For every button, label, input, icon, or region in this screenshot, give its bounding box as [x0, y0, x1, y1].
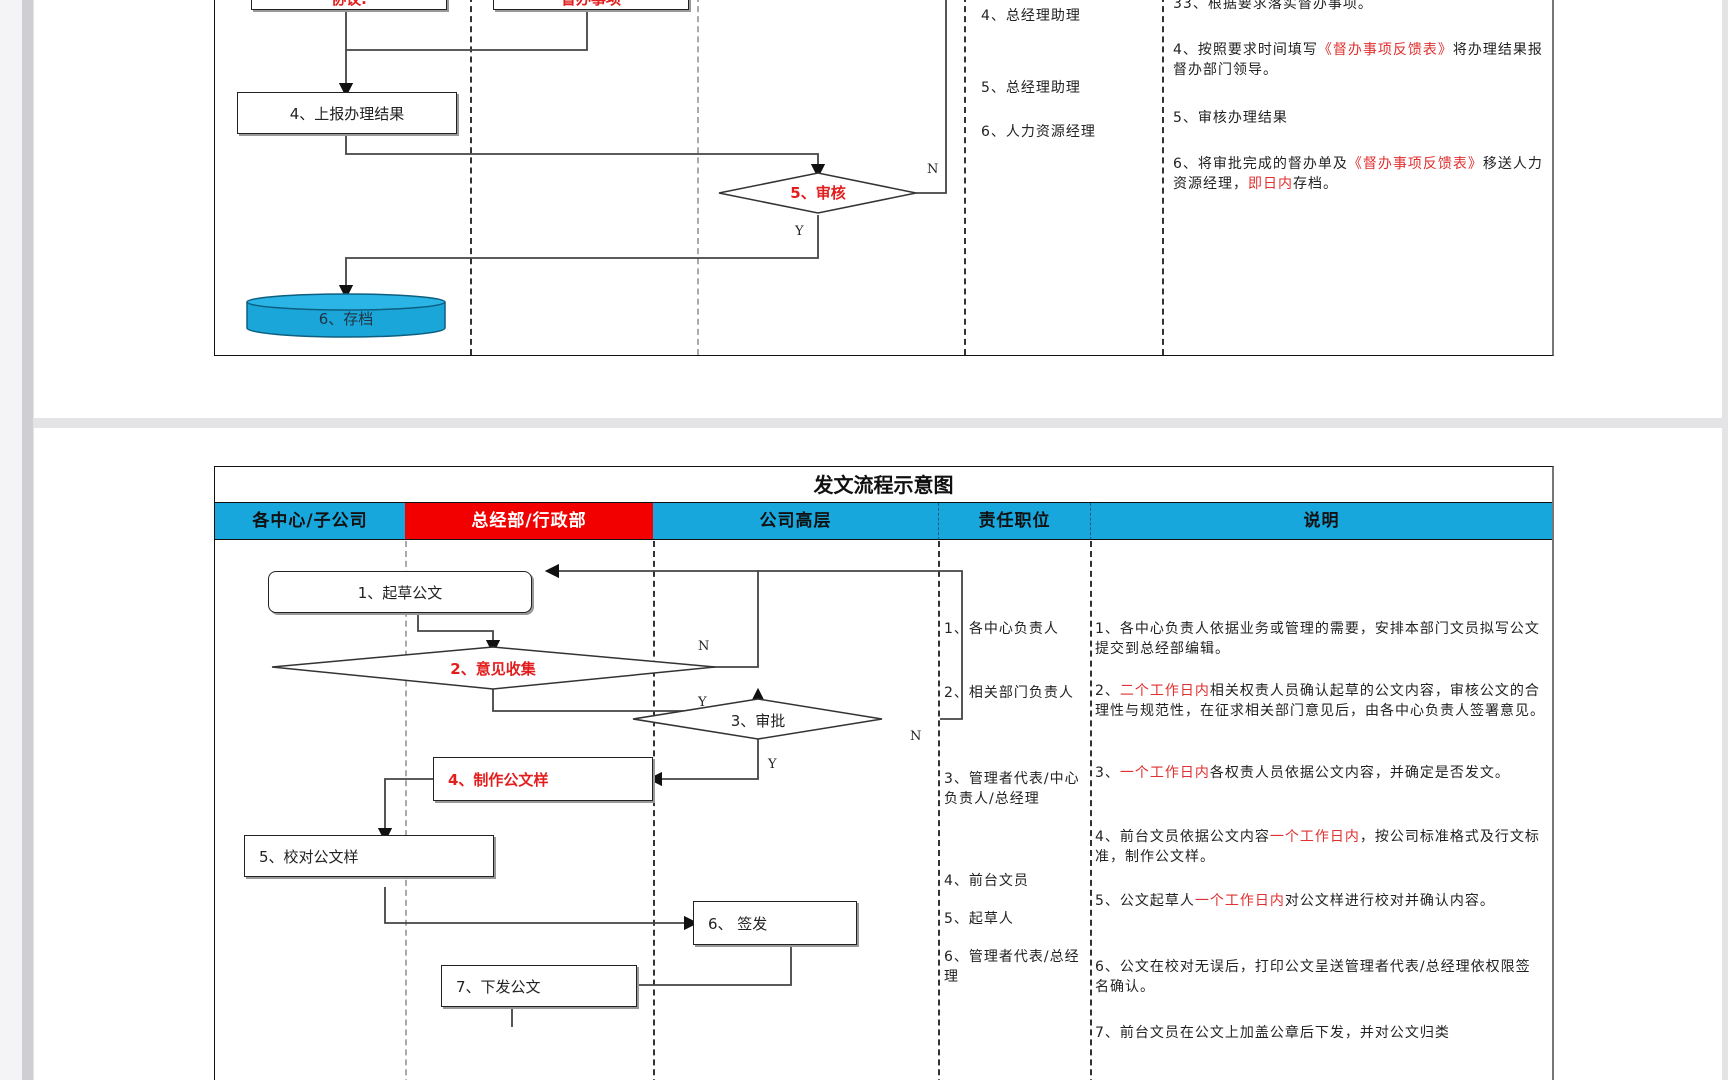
archive-label: 6、存档 [318, 310, 374, 328]
step-label: 督办事项 [561, 0, 621, 9]
description-item: 2、二个工作日内相关权责人员确认起草的公文内容，审核公文的合理性与规范性，在征求… [1095, 681, 1545, 721]
desc-highlight: 即日内 [1248, 176, 1293, 192]
flow-step-draft-document: 1、起草公文 [268, 571, 532, 613]
desc-text: 移送人力资源经理， [1173, 156, 1543, 192]
flow-connectors [271, 563, 963, 1027]
archive-cylinder-icon [246, 293, 446, 338]
desc-text: 存档。 [1293, 176, 1338, 192]
position-item: 5、起草人 [944, 911, 1014, 927]
desc-text: 对公文样进行校对并确认内容。 [1284, 893, 1495, 909]
desc-highlight: 一个工作日内 [1269, 829, 1360, 845]
flow-step-sign-issue: 6、 签发 [693, 901, 857, 945]
description-item: 6、公文在校对无误后，打印公文呈送管理者代表/总经理依权限签名确认。 [1095, 957, 1545, 997]
description-item: 5、公文起草人一个工作日内对公文样进行校对并确认内容。 [1095, 891, 1545, 911]
flow-step-make-sample: 4、制作公文样 [433, 757, 653, 801]
description-item: 3、一个工作日内各权责人员依据公文内容，并确定是否发文。 [1095, 763, 1545, 783]
lane-divider [470, 0, 472, 355]
description-item: 7、前台文员在公文上加盖公章后下发，并对公文归类 [1095, 1023, 1545, 1043]
desc-text: 33、根据要求落实督办事项。 [1173, 0, 1373, 12]
branch-label-y: Y [795, 224, 804, 239]
lane-divider [938, 541, 940, 1080]
step-label: 协议. [331, 0, 367, 9]
desc-text: 4、按照要求时间填写 [1173, 42, 1318, 58]
desc-highlight: 《督办事项反馈表》 [1347, 156, 1483, 172]
header-description: 说明 [1090, 503, 1552, 540]
desc-highlight: 二个工作日内 [1119, 683, 1210, 699]
desc-text: 6、将审批完成的督办单及 [1173, 156, 1348, 172]
flow-step-partial-1: 协议. [251, 0, 447, 10]
flow-connectors [338, 0, 947, 300]
position-item: 6、人力资源经理 [981, 124, 1096, 140]
flow-step-proofread: 5、校对公文样 [244, 835, 494, 877]
desc-text: ，按公司标准格式及行文标准，制作公文样。 [1095, 829, 1540, 865]
flow-step-partial-2: 督办事项 [493, 0, 689, 10]
step-label: 6、 签发 [708, 914, 768, 933]
desc-highlight: 《督办事项反馈表》 [1317, 42, 1453, 58]
document-page-1: 协议. 督办事项 4、上报办理结果 5、审核 N Y 6、存档 4、总经理助理 … [34, 0, 1722, 418]
position-item: 1、各中心负责人 [944, 621, 1059, 637]
lane-divider [964, 0, 966, 355]
desc-text: 6、公文在校对无误后，打印公文呈送管理者代表/总经理依权限签名确认。 [1095, 959, 1531, 995]
desc-text: 相关权责人员确认起草的公文内容，审核公文的合理性与规范性，在征求相关部门意见后，… [1095, 683, 1545, 719]
branch-label-y: Y [768, 757, 777, 772]
header-centers: 各中心/子公司 [215, 503, 405, 540]
description-item: 4、按照要求时间填写《督办事项反馈表》将办理结果报督办部门领导。 [1173, 40, 1543, 80]
document-page-2: 发文流程示意图 各中心/子公司 总经部/行政部 公司高层 责任职位 说明 [34, 428, 1722, 1080]
position-item: 6、管理者代表/总经理 [944, 949, 1080, 985]
desc-text: 5、审核办理结果 [1173, 110, 1288, 126]
position-item: 3、管理者代表/中心负责人/总经理 [944, 771, 1080, 807]
left-gutter [0, 0, 24, 1080]
header-executives: 公司高层 [653, 503, 938, 540]
desc-text: 2、 [1095, 683, 1120, 699]
lane-divider [405, 541, 407, 1080]
flow-step-report-result: 4、上报办理结果 [237, 92, 457, 134]
position-item: 5、总经理助理 [981, 80, 1081, 96]
position-item: 4、总经理助理 [981, 8, 1081, 24]
decision-review-diamond [718, 172, 917, 214]
desc-text: 7、前台文员在公文上加盖公章后下发，并对公文归类 [1095, 1025, 1450, 1041]
description-item: 1、各中心负责人依据业务或管理的需要，安排本部门文员拟写公文提交到总经部编辑。 [1095, 619, 1545, 659]
branch-label-y: Y [698, 695, 707, 710]
desc-text: 5、公文起草人 [1095, 893, 1195, 909]
table-title: 发文流程示意图 [215, 467, 1552, 503]
position-item: 4、前台文员 [944, 873, 1029, 889]
branch-label-n: N [910, 729, 922, 744]
branch-label-n: N [698, 639, 710, 654]
decision-collect-opinions-label: 2、意见收集 [450, 660, 536, 678]
position-item: 2、相关部门负责人 [944, 685, 1074, 701]
step-label: 4、上报办理结果 [289, 104, 405, 123]
header-position: 责任职位 [938, 503, 1090, 540]
description-item: 33、根据要求落实督办事项。 [1173, 0, 1543, 14]
step-label: 7、下发公文 [456, 977, 541, 996]
desc-text: 3、 [1095, 765, 1120, 781]
header-admin: 总经部/行政部 [405, 503, 653, 540]
lane-divider [697, 0, 699, 355]
description-item: 6、将审批完成的督办单及《督办事项反馈表》移送人力资源经理，即日内存档。 [1173, 154, 1543, 194]
branch-label-n: N [927, 162, 939, 177]
desc-text: 1、各中心负责人依据业务或管理的需要，安排本部门文员拟写公文提交到总经部编辑。 [1095, 621, 1540, 657]
lane-divider [1162, 0, 1164, 355]
step-label: 5、校对公文样 [259, 847, 359, 866]
issuance-flow-table: 发文流程示意图 各中心/子公司 总经部/行政部 公司高层 责任职位 说明 [214, 466, 1554, 1080]
desc-text: 4、前台文员依据公文内容 [1095, 829, 1270, 845]
description-item: 4、前台文员依据公文内容一个工作日内，按公司标准格式及行文标准，制作公文样。 [1095, 827, 1545, 867]
lane-divider [653, 541, 655, 1080]
left-scroll-track [22, 0, 33, 1080]
desc-highlight: 一个工作日内 [1194, 893, 1285, 909]
flow-step-distribute: 7、下发公文 [441, 965, 637, 1007]
decision-approve-label: 3、审批 [730, 712, 786, 730]
desc-highlight: 一个工作日内 [1119, 765, 1210, 781]
description-item: 5、审核办理结果 [1173, 108, 1543, 128]
step-label: 1、起草公文 [357, 583, 443, 602]
step-label: 4、制作公文样 [448, 770, 549, 789]
decision-review-label: 5、审核 [790, 184, 846, 202]
lane-divider [1090, 541, 1092, 1080]
supervision-flow-table: 协议. 督办事项 4、上报办理结果 5、审核 N Y 6、存档 4、总经理助理 … [214, 0, 1554, 356]
desc-text: 各权责人员依据公文内容，并确定是否发文。 [1209, 765, 1510, 781]
desc-text: 将办理结果报督办部门领导。 [1173, 42, 1543, 78]
